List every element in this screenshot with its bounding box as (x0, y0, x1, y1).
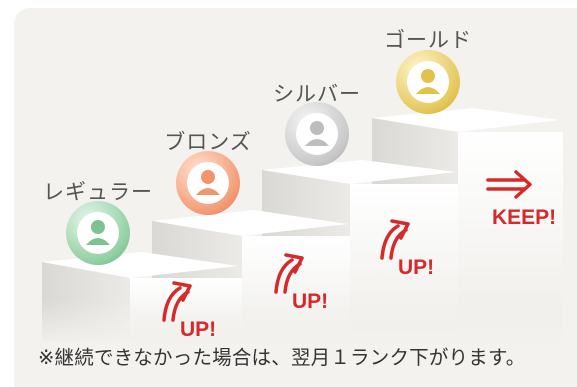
medal-silver (285, 102, 349, 166)
up-label-3: UP! (398, 256, 435, 279)
footnote: ※継続できなかった場合は、翌月１ランク下がります。 (38, 346, 526, 369)
medal-regular (66, 201, 130, 265)
up-label-2: UP! (292, 290, 329, 313)
user-icon (190, 165, 226, 201)
medal-gold (396, 50, 460, 114)
user-icon (80, 215, 116, 251)
user-icon (299, 116, 335, 152)
tier-label-regular: レギュラー (43, 180, 153, 204)
medal-bronze (176, 151, 240, 215)
user-icon (410, 64, 446, 100)
keep-label: KEEP! (492, 206, 557, 229)
tier-label-gold: ゴールド (384, 28, 472, 52)
up-label-1: UP! (180, 318, 217, 341)
tier-label-bronze: ブロンズ (164, 130, 252, 154)
